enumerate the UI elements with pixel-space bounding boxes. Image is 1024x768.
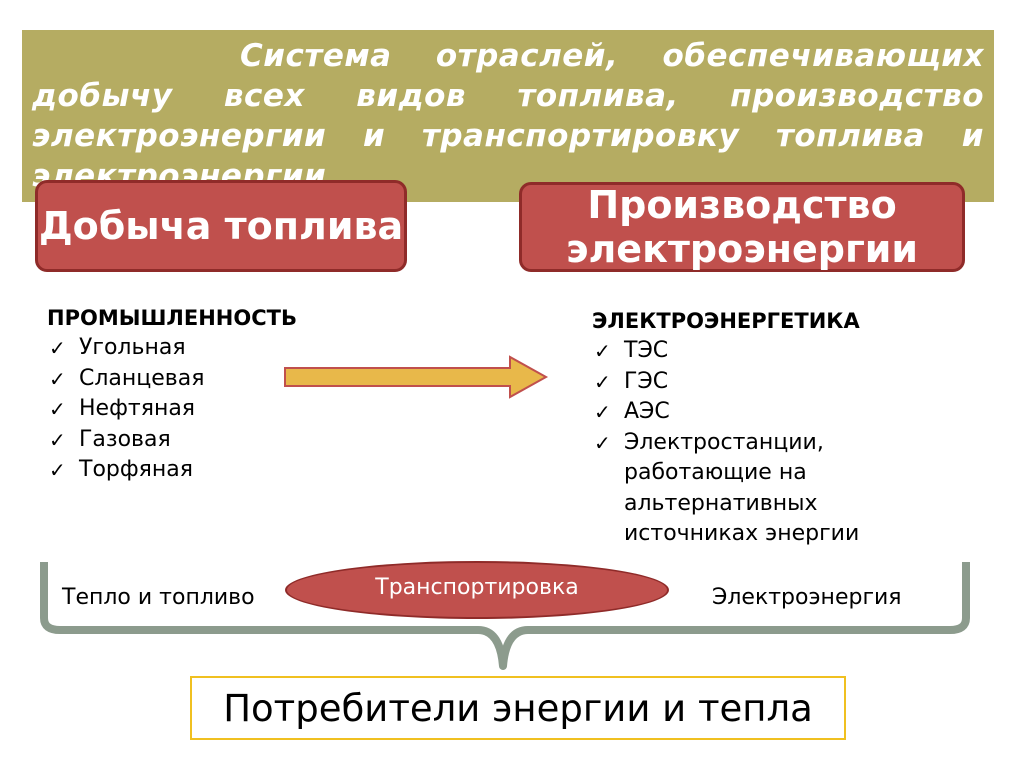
list-item: ✓Сланцевая	[47, 364, 337, 395]
electricity-label: Электроэнергия	[712, 585, 902, 610]
list-item: ✓ГЭС	[592, 367, 892, 398]
industry-heading: ПРОМЫШЛЕННОСТЬ	[47, 306, 297, 330]
consumers-box: Потребители энергии и тепла	[190, 676, 846, 740]
curly-brace	[40, 562, 970, 670]
check-icon: ✓	[49, 458, 66, 482]
list-item: ✓Торфяная	[47, 455, 337, 486]
list-item: ✓Газовая	[47, 425, 337, 456]
heat-fuel-label: Тепло и топливо	[62, 585, 255, 610]
list-item: ✓Угольная	[47, 333, 337, 364]
check-icon: ✓	[594, 400, 611, 424]
list-item: ✓Нефтяная	[47, 394, 337, 425]
fuel-extraction-box: Добыча топлива	[35, 180, 407, 272]
industry-list: ПРОМЫШЛЕННОСТЬ ✓Угольная ✓Сланцевая ✓Неф…	[47, 303, 337, 486]
check-icon: ✓	[49, 366, 66, 391]
transport-label: Транспортировка	[375, 575, 579, 600]
power-production-box: Производство электроэнергии	[519, 182, 965, 272]
right-arrow-icon	[284, 355, 549, 399]
check-icon: ✓	[49, 336, 66, 360]
check-icon: ✓	[594, 369, 611, 394]
check-icon: ✓	[594, 430, 611, 455]
check-icon: ✓	[49, 427, 66, 452]
slide-title: Система отраслей, обеспечивающих добычу …	[32, 38, 984, 194]
power-industry-list: ЭЛЕКТРОЭНЕРГЕТИКА ✓ТЭС ✓ГЭС ✓АЭС ✓Электр…	[592, 306, 892, 550]
transport-ellipse: Транспортировка	[285, 561, 669, 619]
list-item: ✓АЭС	[592, 397, 892, 428]
check-icon: ✓	[49, 397, 66, 421]
list-item: ✓ТЭС	[592, 336, 892, 367]
check-icon: ✓	[594, 339, 611, 363]
list-item: ✓Электростанции, работающие на альтернат…	[594, 429, 860, 547]
power-industry-heading: ЭЛЕКТРОЭНЕРГЕТИКА	[592, 309, 860, 333]
title-band: Система отраслей, обеспечивающих добычу …	[22, 30, 994, 202]
